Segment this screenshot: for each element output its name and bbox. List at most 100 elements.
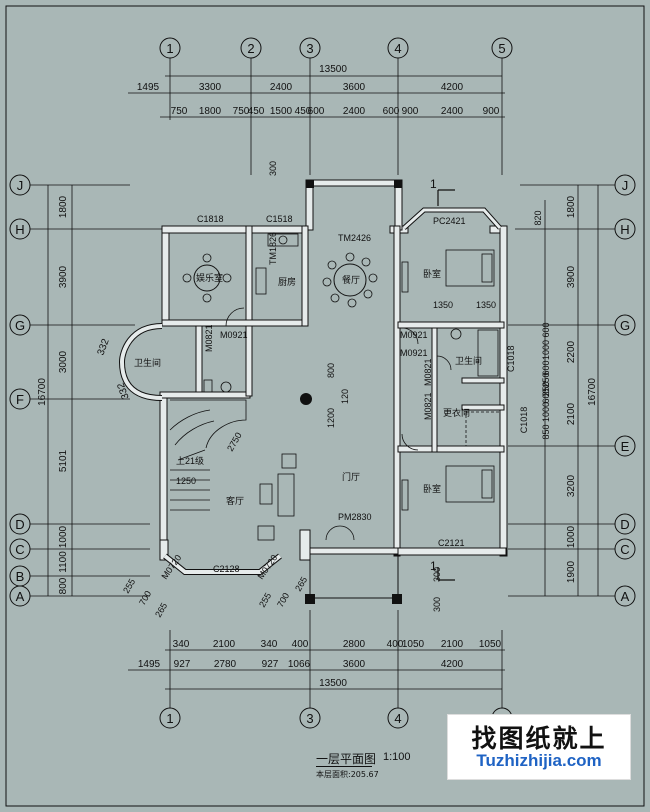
dim-text: 265 <box>293 575 309 593</box>
room-name: 卫生间 <box>455 355 482 366</box>
dim-text: 1050 <box>402 639 425 650</box>
dim-text: 4200 <box>441 82 464 93</box>
dim-text: 1800 <box>199 106 222 117</box>
dim-text: 2100 <box>213 639 236 650</box>
axis-label: 4 <box>394 711 401 726</box>
dim-text: 300 <box>432 567 442 582</box>
dim-text: 1350 <box>476 300 496 310</box>
building-walls <box>159 179 508 561</box>
center-column <box>300 393 312 405</box>
dim-text: 1066 <box>288 659 311 670</box>
window-label: PC2421 <box>433 216 466 226</box>
beds <box>401 249 495 511</box>
door-label: TM1826 <box>268 232 278 265</box>
axis-label: 2 <box>247 41 254 56</box>
door-swings <box>225 307 452 541</box>
axis-label: 4 <box>394 41 401 56</box>
living-furniture <box>257 453 297 541</box>
left-dimension-lines <box>47 185 73 596</box>
dim-text: 900 <box>402 106 419 117</box>
dim-text: 2400 <box>343 106 366 117</box>
window-label: C1518 <box>266 214 293 224</box>
top-dimension-lines <box>128 75 505 118</box>
dim-text: 340 <box>261 639 278 650</box>
dim-text: 1100 <box>58 551 69 573</box>
axis-label: H <box>620 222 629 237</box>
dim-text: 750 <box>171 106 188 117</box>
dim-text: 300 <box>268 161 278 176</box>
axis-label: D <box>620 517 629 532</box>
dim-text: 2780 <box>214 659 237 670</box>
door-label: M0821 <box>204 324 214 352</box>
dim-text: 750 <box>233 106 250 117</box>
door-label: M0921 <box>400 330 428 340</box>
axis-label: 1 <box>166 711 173 726</box>
dim-text: 450 <box>248 106 265 117</box>
dim-text: 927 <box>262 659 279 670</box>
dim-text: 450 <box>295 106 312 117</box>
dim-total-left: 16700 <box>37 378 48 406</box>
dim-text: 600 <box>308 106 325 117</box>
dim-text: 2400 <box>441 106 464 117</box>
watermark-logo: 找图纸就上 Tuzhizhijia.com <box>447 714 631 780</box>
dim-text: 600 <box>541 388 551 403</box>
dim-total-top: 13500 <box>319 64 347 75</box>
window-label: C2128 <box>213 564 240 574</box>
dim-text: 1200 <box>326 408 336 428</box>
dim-text: 332 <box>96 337 112 357</box>
dim-text: 400 <box>387 639 404 650</box>
dim-total-right: 16700 <box>587 378 598 406</box>
door-label: M0821 <box>423 358 433 386</box>
window-label: C2121 <box>438 538 465 548</box>
room-name: 卫生间 <box>134 357 161 368</box>
axis-label: F <box>16 392 24 407</box>
dim-text: 265 <box>153 601 169 619</box>
axis-label: G <box>15 318 25 333</box>
dim-text: 800 <box>58 577 69 594</box>
bay-wall-bedroom-fill <box>402 208 502 230</box>
dim-text: 1000 <box>541 340 551 360</box>
dim-text: 1000 <box>58 525 69 548</box>
door-label: M0821 <box>423 392 433 420</box>
dim-text: 1350 <box>433 300 453 310</box>
columns <box>305 180 402 604</box>
dim-text: 1000 <box>566 525 577 548</box>
right-dims-inner: 820 600 1000 600 250 250 600 1000 850 C1… <box>519 210 551 439</box>
axis-label: 1 <box>166 41 173 56</box>
door-label: PM2830 <box>338 512 372 522</box>
dim-text: 3000 <box>58 350 69 373</box>
axis-leaders-vertical <box>169 58 503 708</box>
bay-wall-bottom-fill <box>163 554 282 574</box>
axis-label: J <box>17 178 24 193</box>
dim-text: 3200 <box>566 474 577 497</box>
axis-label: 3 <box>306 41 313 56</box>
dim-text: 2100 <box>566 402 577 425</box>
dim-text: 1250 <box>176 476 196 486</box>
axis-label: B <box>16 569 25 584</box>
axis-bubbles-left: J H G F D C B A <box>9 174 31 607</box>
dim-text: 300 <box>432 597 442 612</box>
dim-text: 927 <box>174 659 191 670</box>
room-name: 厨房 <box>278 276 296 287</box>
dining-table <box>322 252 378 308</box>
dim-text: 1800 <box>58 195 69 218</box>
axis-label: 3 <box>306 711 313 726</box>
bay-wall-left-fill <box>119 324 163 400</box>
watermark-en: Tuzhizhijia.com <box>476 751 602 770</box>
dim-text: 2750 <box>225 431 244 453</box>
axis-bubbles-top: 1 2 3 4 5 <box>159 37 513 59</box>
axis-label: H <box>15 222 24 237</box>
title-underline <box>316 766 372 767</box>
bath-fixtures <box>203 328 501 447</box>
dim-text: 2800 <box>343 639 366 650</box>
dim-text: 1900 <box>566 560 577 583</box>
axis-label: 5 <box>498 41 505 56</box>
dim-text: 800 <box>326 363 336 378</box>
dim-text: 3900 <box>566 265 577 288</box>
door-label: M0720 <box>255 553 279 581</box>
axis-label: A <box>621 589 630 604</box>
dim-text: 1050 <box>479 639 502 650</box>
axis-label: C <box>15 542 24 557</box>
top-dims-row1: 1495 3300 2400 3600 4200 <box>137 82 464 93</box>
